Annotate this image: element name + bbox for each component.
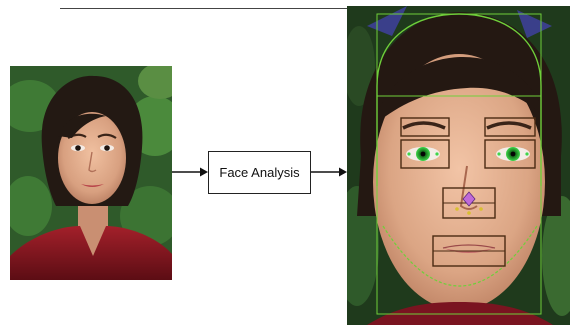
analyzed-face (347, 6, 570, 325)
top-rule (60, 8, 350, 9)
arrow-right-icon (172, 166, 208, 178)
arrow-right-icon (311, 166, 347, 178)
input-portrait-graphic (10, 66, 172, 280)
input-portrait (10, 66, 172, 280)
face-analysis-box: Face Analysis (208, 151, 311, 194)
analyzed-face-graphic (347, 6, 570, 325)
face-analysis-label: Face Analysis (219, 165, 299, 180)
